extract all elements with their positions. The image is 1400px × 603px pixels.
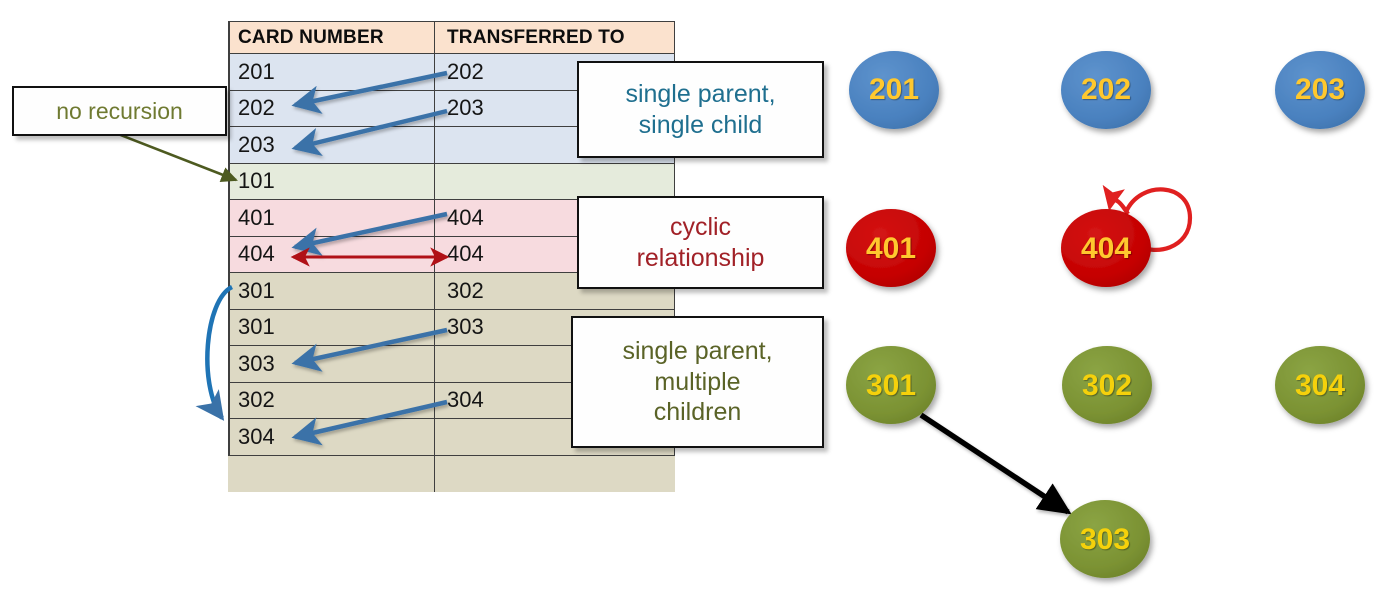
cell-card-number: 401 (238, 204, 275, 230)
cell-card-number: 203 (238, 131, 275, 157)
callout-single-parent-single-child: single parent, single child (577, 61, 824, 158)
table-curved-arrow-301-to-304 (195, 284, 234, 421)
callout-cyclic-relationship: cyclic relationship (577, 196, 824, 289)
cell-card-number: 201 (238, 58, 275, 84)
cell-transferred-to: 303 (447, 314, 484, 340)
graph-node-302[interactable] (1062, 346, 1152, 424)
table-row (228, 455, 675, 492)
callout-line-2: single child (638, 110, 763, 139)
callout-single-parent-multiple-children: single parent, multiple children (571, 316, 824, 448)
table-arrow-304-back-302 (291, 399, 448, 446)
graph-node-304[interactable] (1275, 346, 1365, 424)
cell-transferred-to: 404 (447, 204, 484, 230)
graph-node-203[interactable] (1275, 51, 1365, 129)
column-header-transferred-to: TRANSFERRED TO (447, 26, 625, 48)
table-row: 101 (228, 163, 675, 200)
graph-node-202[interactable] (1061, 51, 1151, 129)
cell-transferred-to: 203 (447, 95, 484, 121)
table-arrow-404-back-401 (291, 211, 448, 256)
callout-no-recursion: no recursion (12, 86, 227, 136)
callout-line-2: multiple (654, 367, 741, 396)
cell-card-number: 101 (238, 168, 275, 194)
cell-transferred-to: 404 (447, 241, 484, 267)
cell-card-number: 303 (238, 350, 275, 376)
column-header-card-number: CARD NUMBER (228, 22, 435, 53)
graph-node-401[interactable] (846, 209, 936, 287)
graph-node-303[interactable] (1060, 500, 1150, 578)
table-left-border (228, 21, 230, 456)
table-header-row: CARD NUMBER TRANSFERRED TO (228, 21, 675, 54)
table-arrow-303-back-301 (291, 327, 448, 372)
callout-line-1: single parent, (625, 80, 776, 108)
graph-node-404[interactable] (1061, 209, 1151, 287)
cell-transferred-to: 304 (447, 387, 484, 413)
table-arrow-202-back-201 (291, 70, 448, 114)
graph-self-loop-404 (1102, 184, 1193, 252)
callout-line-3: children (653, 398, 742, 427)
callout-line-2: relationship (636, 243, 765, 272)
graph-node-201[interactable] (849, 51, 939, 129)
no-recursion-pointer-arrow (112, 130, 238, 182)
callout-line-1: cyclic (669, 213, 732, 241)
table-arrow-203-back-202 (291, 108, 448, 157)
graph-edge-301-303 (919, 412, 1072, 515)
cell-card-number: 302 (238, 387, 275, 413)
graph-node-301[interactable] (846, 346, 936, 424)
cell-card-number: 301 (238, 314, 275, 340)
cell-transferred-to: 202 (447, 58, 484, 84)
cell-transferred-to: 302 (447, 277, 484, 303)
cell-card-number: 301 (238, 277, 275, 303)
callout-line-1: no recursion (56, 97, 183, 124)
cell-card-number: 304 (238, 423, 275, 449)
cell-card-number: 202 (238, 95, 275, 121)
callout-line-1: single parent, (622, 337, 773, 366)
cell-card-number: 404 (238, 241, 275, 267)
